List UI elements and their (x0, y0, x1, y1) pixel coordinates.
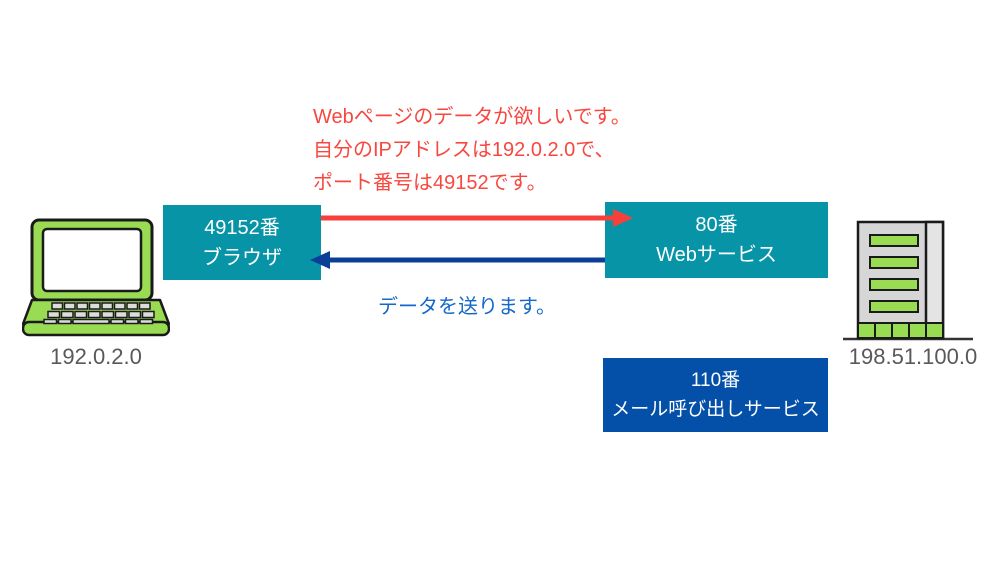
request-arrow (321, 209, 633, 227)
browser-port-number: 49152番 (204, 216, 280, 239)
building-windows (869, 234, 919, 313)
request-message: Webページのデータが欲しいです。 自分のIPアドレスは192.0.2.0で、 … (313, 101, 631, 200)
laptop-icon (22, 218, 170, 337)
mail-service-label: メール呼び出しサービス (611, 399, 820, 420)
request-message-line2: 自分のIPアドレスは192.0.2.0で、 (313, 139, 615, 161)
request-message-line1: Webページのデータが欲しいです。 (313, 106, 631, 128)
web-service-port-box: 80番 Webサービス (605, 202, 828, 278)
browser-label: ブラウザ (202, 246, 282, 269)
response-message: データを送ります。 (378, 296, 556, 318)
building-base-blocks (857, 322, 944, 339)
client-ip-label: 192.0.2.0 (50, 344, 142, 369)
response-arrow (310, 251, 605, 269)
browser-port-box: 49152番 ブラウザ (163, 205, 321, 280)
keyboard-keys (43, 302, 155, 325)
web-port-number: 80番 (695, 214, 738, 236)
web-service-label: Webサービス (656, 244, 777, 266)
office-building-icon (843, 220, 973, 341)
arrow-layer (310, 209, 633, 269)
mail-port-number: 110番 (690, 370, 741, 391)
mail-service-port-box: 110番 メール呼び出しサービス (603, 358, 828, 432)
server-ip-label: 198.51.100.0 (848, 344, 978, 369)
request-message-line3: ポート番号は49152です。 (313, 172, 547, 194)
